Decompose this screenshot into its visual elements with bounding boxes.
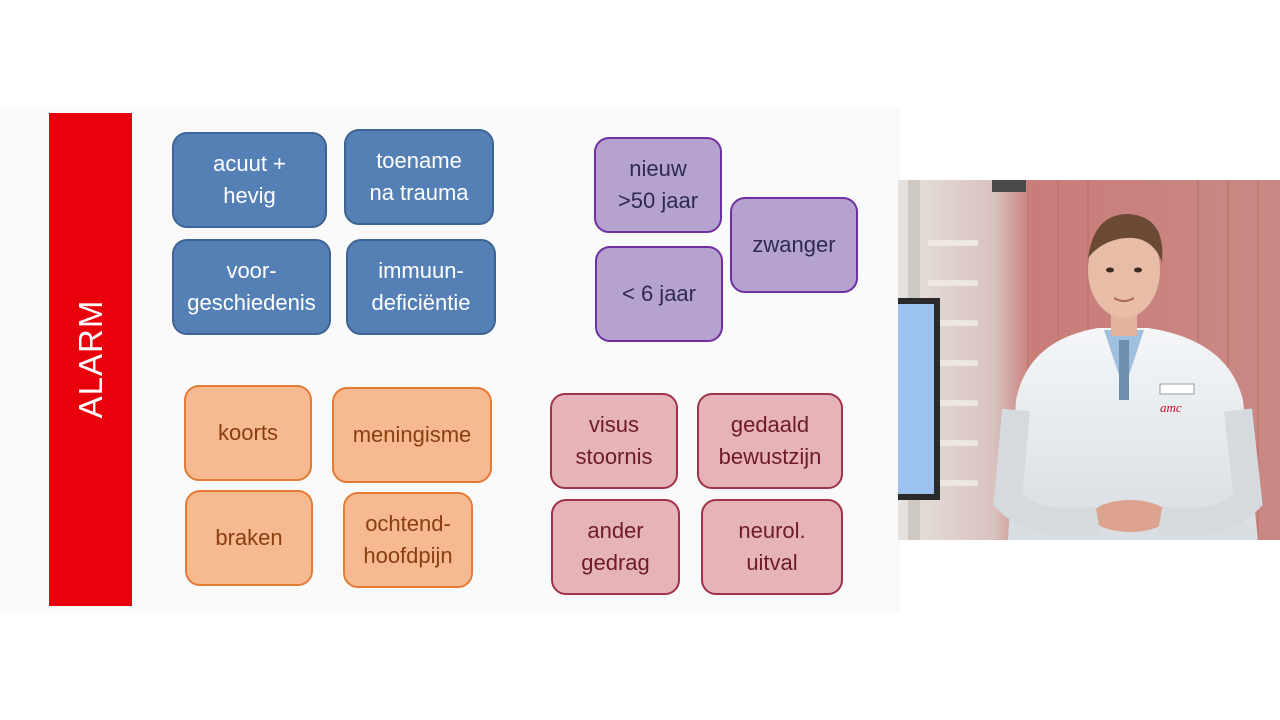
box-zwanger: zwanger: [730, 197, 858, 293]
box-toename-na-trauma: toename na trauma: [344, 129, 494, 225]
box-ochtendhoofdpijn: ochtend- hoofdpijn: [343, 492, 473, 588]
box-braken: braken: [185, 490, 313, 586]
presenter-video-image: amc: [898, 180, 1280, 540]
amc-logo: amc: [1160, 400, 1182, 415]
box-immuundeficientie: immuun- deficiëntie: [346, 239, 496, 335]
box-gedaald-bewustzijn: gedaald bewustzijn: [697, 393, 843, 489]
box-visus-stoornis: visus stoornis: [550, 393, 678, 489]
box-jonger-dan-6-jaar: < 6 jaar: [595, 246, 723, 342]
alarm-bar: [49, 113, 132, 606]
box-neurol-uitval: neurol. uitval: [701, 499, 843, 595]
alarm-label: ALARM: [72, 299, 109, 419]
box-acuut-hevig: acuut + hevig: [172, 132, 327, 228]
box-ander-gedrag: ander gedrag: [551, 499, 680, 595]
box-koorts: koorts: [184, 385, 312, 481]
presenter-video: amc: [898, 180, 1280, 540]
box-meningisme: meningisme: [332, 387, 492, 483]
box-nieuw-50-jaar: nieuw >50 jaar: [594, 137, 722, 233]
box-voorgeschiedenis: voor- geschiedenis: [172, 239, 331, 335]
